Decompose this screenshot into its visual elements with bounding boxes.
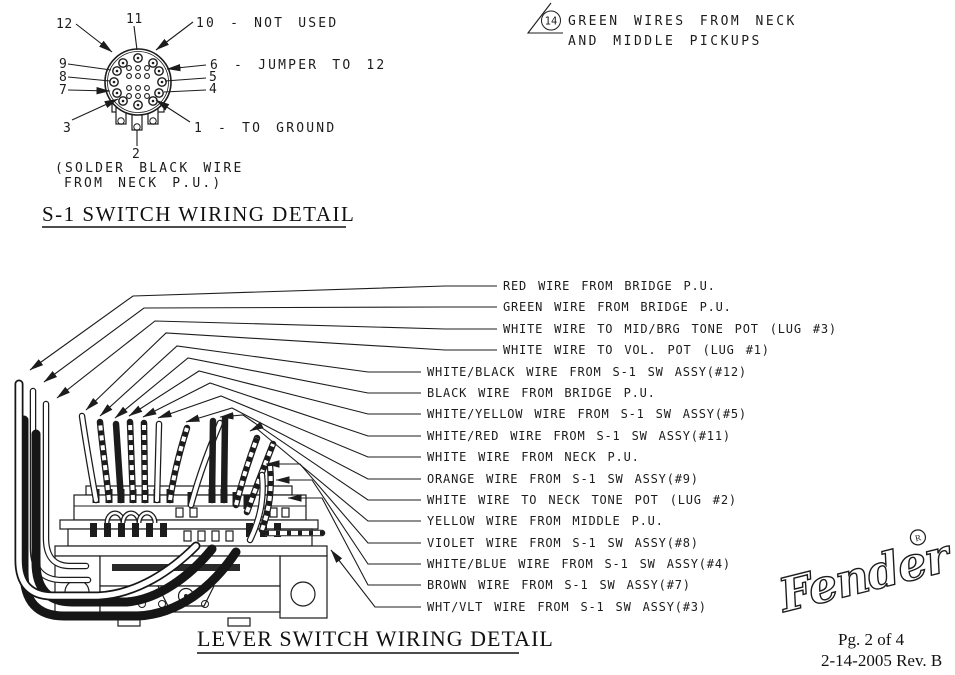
wire-label-white-yellow-s1-5: WHITE/YELLOW WIRE FROM S-1 SW ASSY(#5) [427, 407, 747, 421]
pin-label-3: 3 [63, 121, 71, 136]
pin-label-7: 7 [59, 83, 67, 98]
flag-note-line1: GREEN WIRES FROM NECK [568, 14, 797, 29]
registered-mark: R [914, 532, 922, 543]
page-number: Pg. 2 of 4 [838, 630, 905, 649]
pin-label-11: 11 [126, 12, 143, 27]
fender-logo-text: Fender [772, 527, 955, 623]
s1-outer-pin-dots [112, 56, 164, 107]
revision-date: 2-14-2005 Rev. B [821, 651, 942, 670]
wire-label-wht-vlt-s1-3: WHT/VLT WIRE FROM S-1 SW ASSY(#3) [427, 600, 707, 614]
s1-note-line1: (SOLDER BLACK WIRE [55, 161, 243, 176]
fender-logo: Fender R [771, 527, 955, 624]
mid-empty-slots [183, 530, 234, 542]
wire-label-white-neck: WHITE WIRE FROM NECK P.U. [427, 450, 640, 464]
flag-number: 14 [545, 16, 558, 28]
pin-label-10: 10 - NOT USED [196, 16, 338, 31]
wire-label-white-midbrg-tone: WHITE WIRE TO MID/BRG TONE POT (LUG #3) [503, 322, 837, 336]
wire-label-white-vol-pot: WHITE WIRE TO VOL. POT (LUG #1) [503, 343, 770, 357]
s1-pin-leaders [67, 21, 207, 146]
wire-label-white-black-s1-12: WHITE/BLACK WIRE FROM S-1 SW ASSY(#12) [427, 365, 747, 379]
flag-note-line2: AND MIDDLE PICKUPS [568, 34, 762, 49]
flag-note-14: 14 GREEN WIRES FROM NECK AND MIDDLE PICK… [526, 2, 797, 49]
wire-label-white-blue-s1-4: WHITE/BLUE WIRE FROM S-1 SW ASSY(#4) [427, 557, 731, 571]
pin-label-12: 12 [56, 17, 73, 32]
pin-label-9: 9 [59, 57, 67, 72]
pin-label-8: 8 [59, 70, 67, 85]
wire-labels: RED WIRE FROM BRIDGE P.U. GREEN WIRE FRO… [427, 279, 837, 614]
pin-label-1: 1 - TO GROUND [194, 121, 336, 136]
wire-label-red-bridge: RED WIRE FROM BRIDGE P.U. [503, 279, 716, 293]
jumper-loops [104, 510, 158, 524]
wire-label-green-bridge: GREEN WIRE FROM BRIDGE P.U. [503, 300, 732, 314]
pin-label-4: 4 [209, 82, 217, 97]
s1-detail-title: S-1 SWITCH WIRING DETAIL [42, 202, 355, 226]
lever-detail-title: LEVER SWITCH WIRING DETAIL [197, 626, 554, 651]
wire-label-brown-s1-7: BROWN WIRE FROM S-1 SW ASSY(#7) [427, 578, 691, 592]
wire-label-black-bridge: BLACK WIRE FROM BRIDGE P.U. [427, 386, 656, 400]
lever-switch-drawing [14, 379, 328, 627]
wire-label-white-red-s1-11: WHITE/RED WIRE FROM S-1 SW ASSY(#11) [427, 429, 731, 443]
pin-label-6: 6 - JUMPER TO 12 [210, 58, 386, 73]
wire-label-orange-s1-9: ORANGE WIRE FROM S-1 SW ASSY(#9) [427, 472, 699, 486]
pin-label-5: 5 [209, 70, 217, 85]
wire-label-yellow-middle: YELLOW WIRE FROM MIDDLE P.U. [427, 514, 664, 528]
s1-inner-pins [126, 65, 150, 99]
wire-label-violet-s1-8: VIOLET WIRE FROM S-1 SW ASSY(#8) [427, 536, 699, 550]
s1-note-line2: FROM NECK P.U.) [64, 176, 222, 191]
s1-switch-connector-drawing: 12 11 10 - NOT USED 9 8 7 6 - JUMPER TO … [42, 12, 386, 228]
cable-bundle [14, 379, 241, 621]
wire-label-leaders [29, 285, 497, 608]
pin-label-2: 2 [132, 147, 140, 162]
wire-label-white-neck-tone: WHITE WIRE TO NECK TONE POT (LUG #2) [427, 493, 737, 507]
s1-outer-pins [109, 53, 167, 110]
switch-wires [78, 412, 326, 544]
